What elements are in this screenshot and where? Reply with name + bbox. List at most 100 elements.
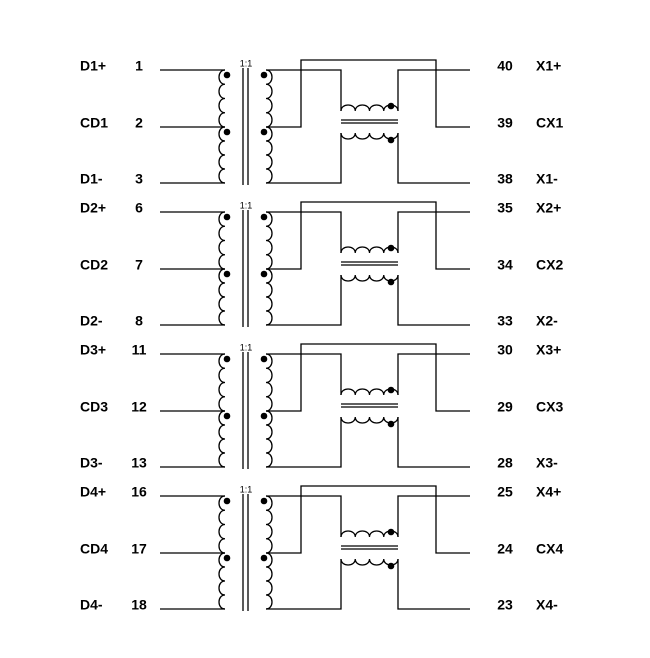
polarity-dot (223, 213, 231, 221)
right-pin-number: 23 (497, 597, 513, 613)
left-signal-label: D1- (80, 171, 103, 187)
right-pin-number: 29 (497, 399, 513, 415)
choke-coil-lower (340, 416, 399, 424)
primary-coil-lower (218, 126, 226, 184)
choke-polarity-dot (387, 244, 395, 252)
primary-coil-lower (218, 552, 226, 610)
polarity-dot (260, 554, 268, 562)
polarity-dot (223, 497, 231, 505)
left-pin-number: 13 (131, 455, 147, 471)
choke-polarity-dot (387, 136, 395, 144)
secondary-coil-lower (265, 268, 273, 326)
wire (397, 559, 470, 610)
left-signal-label: D1+ (80, 58, 106, 74)
wire (435, 354, 470, 412)
wire (266, 211, 342, 270)
wire (397, 133, 470, 184)
left-signal-label: CD2 (80, 257, 108, 273)
primary-coil-upper (218, 69, 226, 128)
polarity-dot (260, 71, 268, 79)
polarity-dot (223, 554, 231, 562)
left-signal-label: D4+ (80, 484, 106, 500)
turns-ratio-label: 1:1 (240, 342, 253, 352)
turns-ratio-label: 1:1 (240, 484, 253, 494)
turns-ratio-label: 1:1 (240, 200, 253, 210)
wire (435, 70, 470, 128)
wire (397, 495, 470, 537)
wire (435, 212, 470, 270)
polarity-dot (260, 213, 268, 221)
choke-polarity-dot (387, 278, 395, 286)
left-signal-label: D2+ (80, 200, 106, 216)
polarity-dot (223, 412, 231, 420)
left-pin-number: 3 (135, 171, 143, 187)
choke-coil-lower (340, 274, 399, 282)
wire (266, 353, 342, 412)
left-pin-number: 6 (135, 200, 143, 216)
choke-polarity-dot (387, 102, 395, 110)
wire (397, 417, 470, 468)
right-pin-number: 39 (497, 115, 513, 131)
secondary-coil-lower (265, 126, 273, 184)
wire (266, 485, 437, 497)
left-signal-label: D3- (80, 455, 103, 471)
left-pin-number: 8 (135, 313, 143, 329)
right-signal-label: CX1 (536, 115, 563, 131)
right-pin-number: 35 (497, 200, 513, 216)
right-signal-label: X1+ (536, 58, 561, 74)
right-pin-number: 40 (497, 58, 513, 74)
right-pin-number: 28 (497, 455, 513, 471)
secondary-coil-upper (265, 353, 273, 412)
right-signal-label: CX3 (536, 399, 563, 415)
choke-polarity-dot (387, 528, 395, 536)
right-pin-number: 30 (497, 342, 513, 358)
choke-coil-upper (340, 246, 399, 254)
choke-coil-lower (340, 558, 399, 566)
secondary-coil-upper (265, 211, 273, 270)
right-signal-label: X2- (536, 313, 558, 329)
left-pin-number: 17 (131, 541, 147, 557)
right-pin-number: 38 (497, 171, 513, 187)
wire (266, 69, 342, 128)
choke-polarity-dot (387, 562, 395, 570)
secondary-coil-upper (265, 69, 273, 128)
primary-coil-upper (218, 211, 226, 270)
left-pin-number: 2 (135, 115, 143, 131)
wire (266, 201, 437, 213)
wire (266, 559, 342, 610)
choke-coil-upper (340, 104, 399, 112)
turns-ratio-label: 1:1 (240, 58, 253, 68)
primary-coil-lower (218, 410, 226, 468)
secondary-coil-lower (265, 410, 273, 468)
right-signal-label: X4- (536, 597, 558, 613)
secondary-coil-lower (265, 552, 273, 610)
polarity-dot (223, 355, 231, 363)
polarity-dot (260, 270, 268, 278)
polarity-dot (223, 128, 231, 136)
wire (397, 275, 470, 326)
right-pin-number: 33 (497, 313, 513, 329)
primary-coil-upper (218, 353, 226, 412)
right-signal-label: X3- (536, 455, 558, 471)
left-pin-number: 11 (132, 342, 147, 358)
right-pin-number: 34 (497, 257, 513, 273)
left-pin-number: 12 (131, 399, 147, 415)
polarity-dot (223, 71, 231, 79)
left-signal-label: CD3 (80, 399, 108, 415)
right-signal-label: CX4 (536, 541, 563, 557)
wire (266, 343, 437, 355)
wire (397, 353, 470, 395)
choke-polarity-dot (387, 386, 395, 394)
right-signal-label: X1- (536, 171, 558, 187)
left-signal-label: CD4 (80, 541, 108, 557)
wire (397, 69, 470, 111)
left-signal-label: D2- (80, 313, 103, 329)
wire (435, 496, 470, 554)
left-signal-label: D4- (80, 597, 103, 613)
left-pin-number: 16 (131, 484, 147, 500)
polarity-dot (260, 412, 268, 420)
